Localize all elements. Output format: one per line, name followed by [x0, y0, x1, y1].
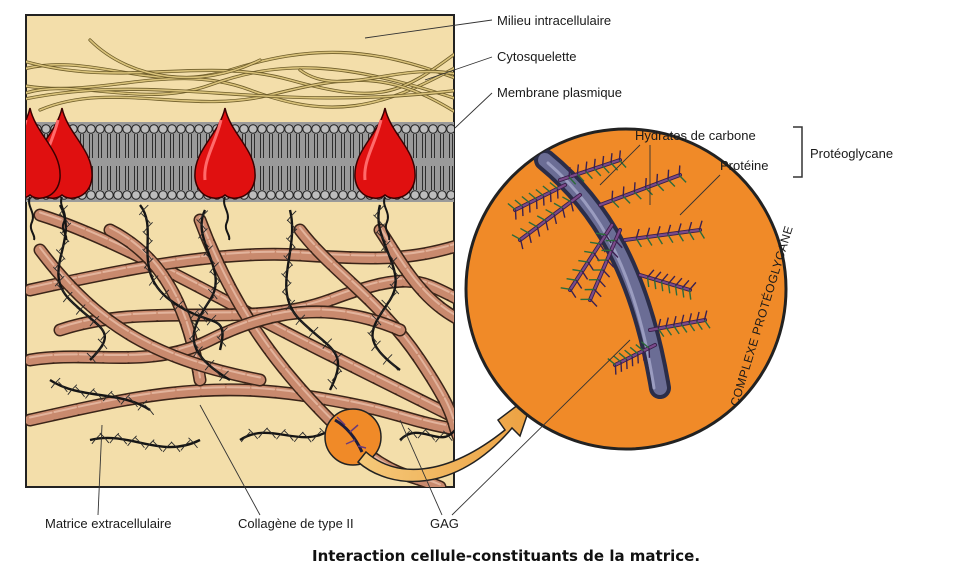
- proteoglycane-bracket: [793, 127, 802, 177]
- label-matrice: Matrice extracellulaire: [45, 516, 171, 531]
- label-hydrates: Hydrates de carbone: [635, 128, 756, 143]
- label-proteine: Protéine: [720, 158, 768, 173]
- label-proteoglycane: Protéoglycane: [810, 146, 893, 161]
- label-gag: GAG: [430, 516, 459, 531]
- cell-panel: [0, 15, 460, 487]
- label-collagene: Collagène de type II: [238, 516, 354, 531]
- label-membrane: Membrane plasmique: [497, 85, 622, 100]
- label-cytosquelette: Cytosquelette: [497, 49, 577, 64]
- proteoglycan-complex: COMPLEXE PROTÉOGLYCANE: [466, 129, 796, 449]
- label-milieu: Milieu intracellulaire: [497, 13, 611, 28]
- figure-caption: Interaction cellule-constituants de la m…: [312, 547, 700, 565]
